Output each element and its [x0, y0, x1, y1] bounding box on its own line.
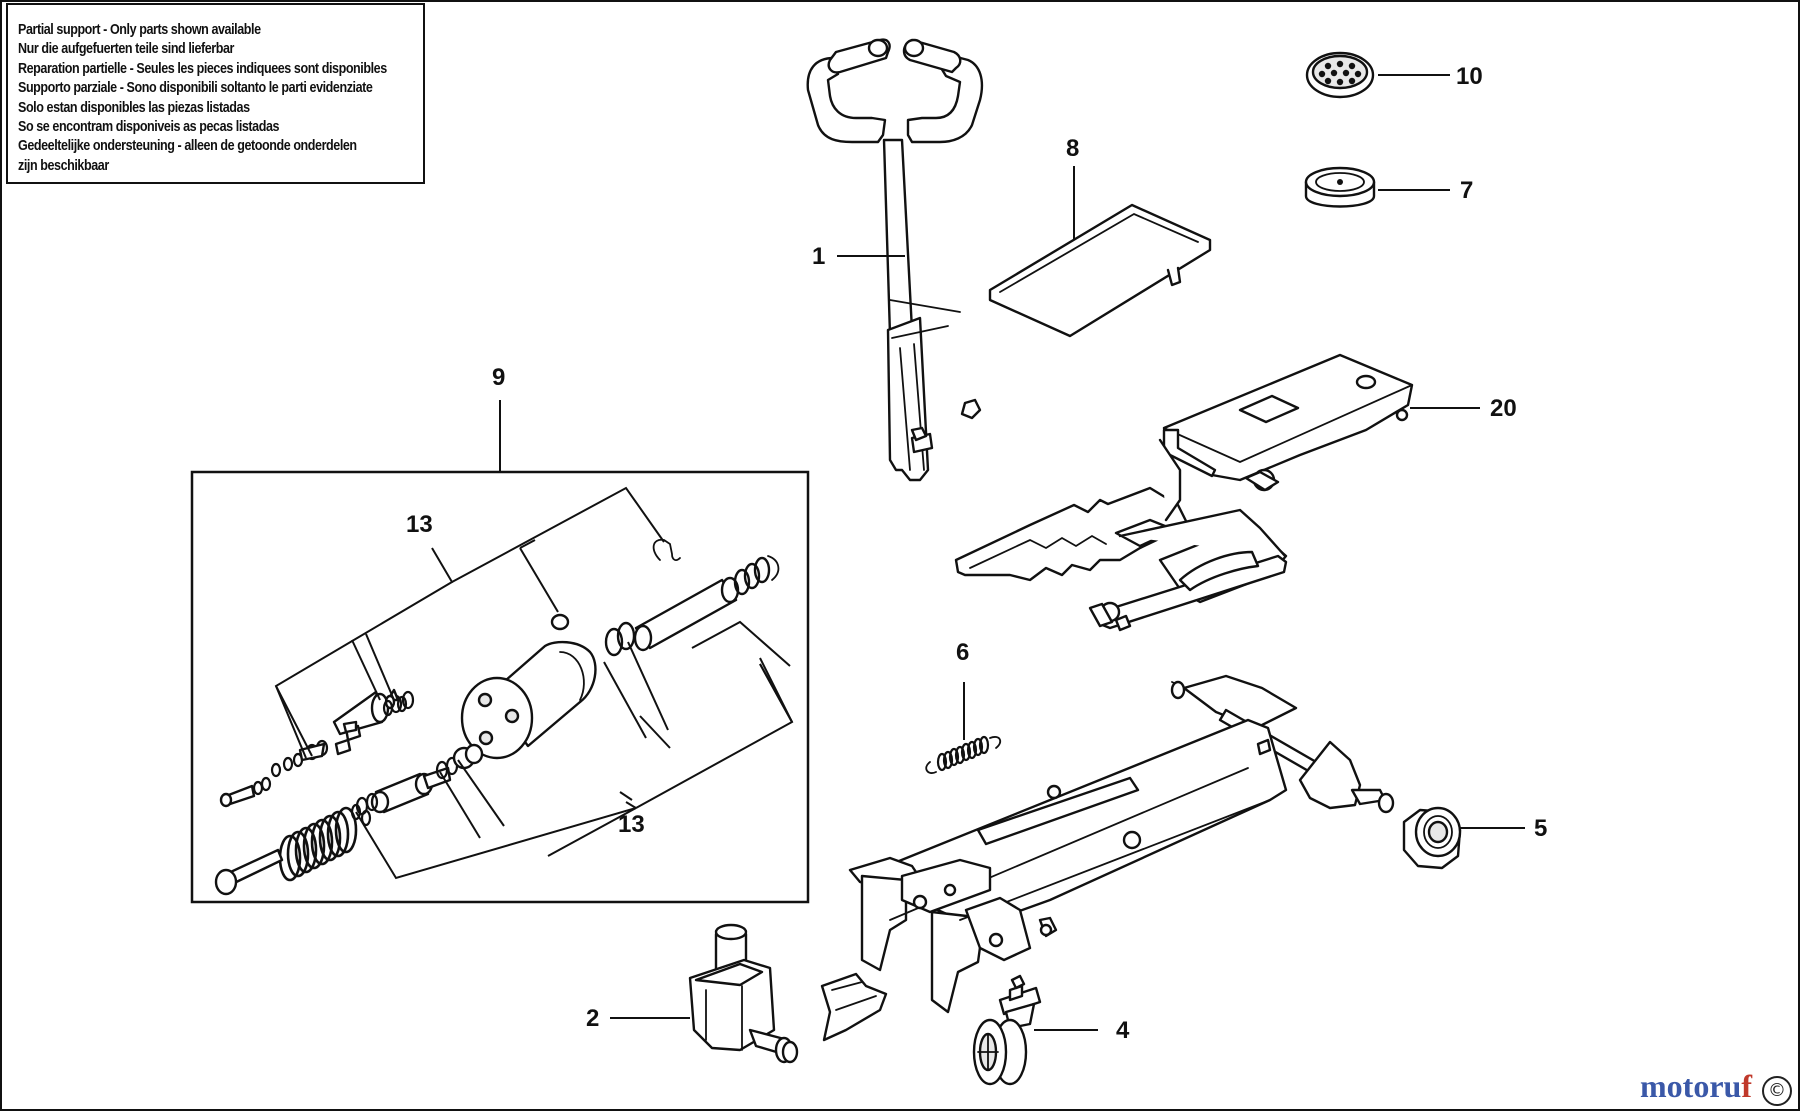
- notice-line-nl: Gedeeltelijke ondersteuning - alleen de …: [18, 138, 357, 155]
- notice-line-en: Partial support - Only parts shown avail…: [18, 22, 261, 38]
- watermark-logo: motoruf: [1640, 1068, 1752, 1104]
- tray-icon: [988, 203, 1212, 338]
- jack-frame-icon: [848, 674, 1395, 1014]
- callout-1: 1: [812, 243, 825, 270]
- saddle-pad-icon: [1305, 51, 1375, 99]
- callout-13-lower: 13: [618, 811, 645, 838]
- notice-line-de: Nur die aufgefuerten teile sind lieferba…: [18, 41, 235, 58]
- caster-icon: [972, 974, 1042, 1086]
- callout-13-upper: 13: [406, 511, 433, 538]
- notice-line-fr: Reparation partielle - Seules les pieces…: [18, 60, 387, 77]
- notice-line-nl-cont: zijn beschikbaar: [18, 157, 109, 174]
- callout-20: 20: [1490, 395, 1517, 422]
- callout-10: 10: [1456, 63, 1483, 90]
- callout-6: 6: [956, 639, 969, 666]
- callout-2: 2: [586, 1005, 599, 1032]
- cap-icon: [1304, 166, 1376, 208]
- wheel-icon: [1402, 806, 1462, 870]
- callout-9: 9: [492, 364, 505, 391]
- pump-housing-icon: [688, 923, 799, 1064]
- callout-7: 7: [1460, 177, 1473, 204]
- availability-notice: Partial support - Only parts shown avail…: [6, 3, 425, 184]
- notice-line-pt: So se encontram disponiveis as pecas lis…: [18, 119, 280, 136]
- callout-4: 4: [1116, 1017, 1130, 1044]
- leader-lines: [274, 74, 1525, 1031]
- notice-line-es: Solo estan disponibles las piezas listad…: [18, 99, 250, 116]
- jack-handle-icon: [806, 38, 984, 482]
- lift-arm-icon: [954, 353, 1414, 632]
- hydraulic-unit-icon: [214, 538, 780, 896]
- bracket-icon: [820, 972, 888, 1042]
- callout-8: 8: [1066, 135, 1079, 162]
- notice-line-it: Supporto parziale - Sono disponibili sol…: [18, 80, 373, 97]
- copyright-icon: ©: [1762, 1076, 1792, 1106]
- callout-5: 5: [1534, 815, 1547, 842]
- spring-icon: [925, 735, 1002, 774]
